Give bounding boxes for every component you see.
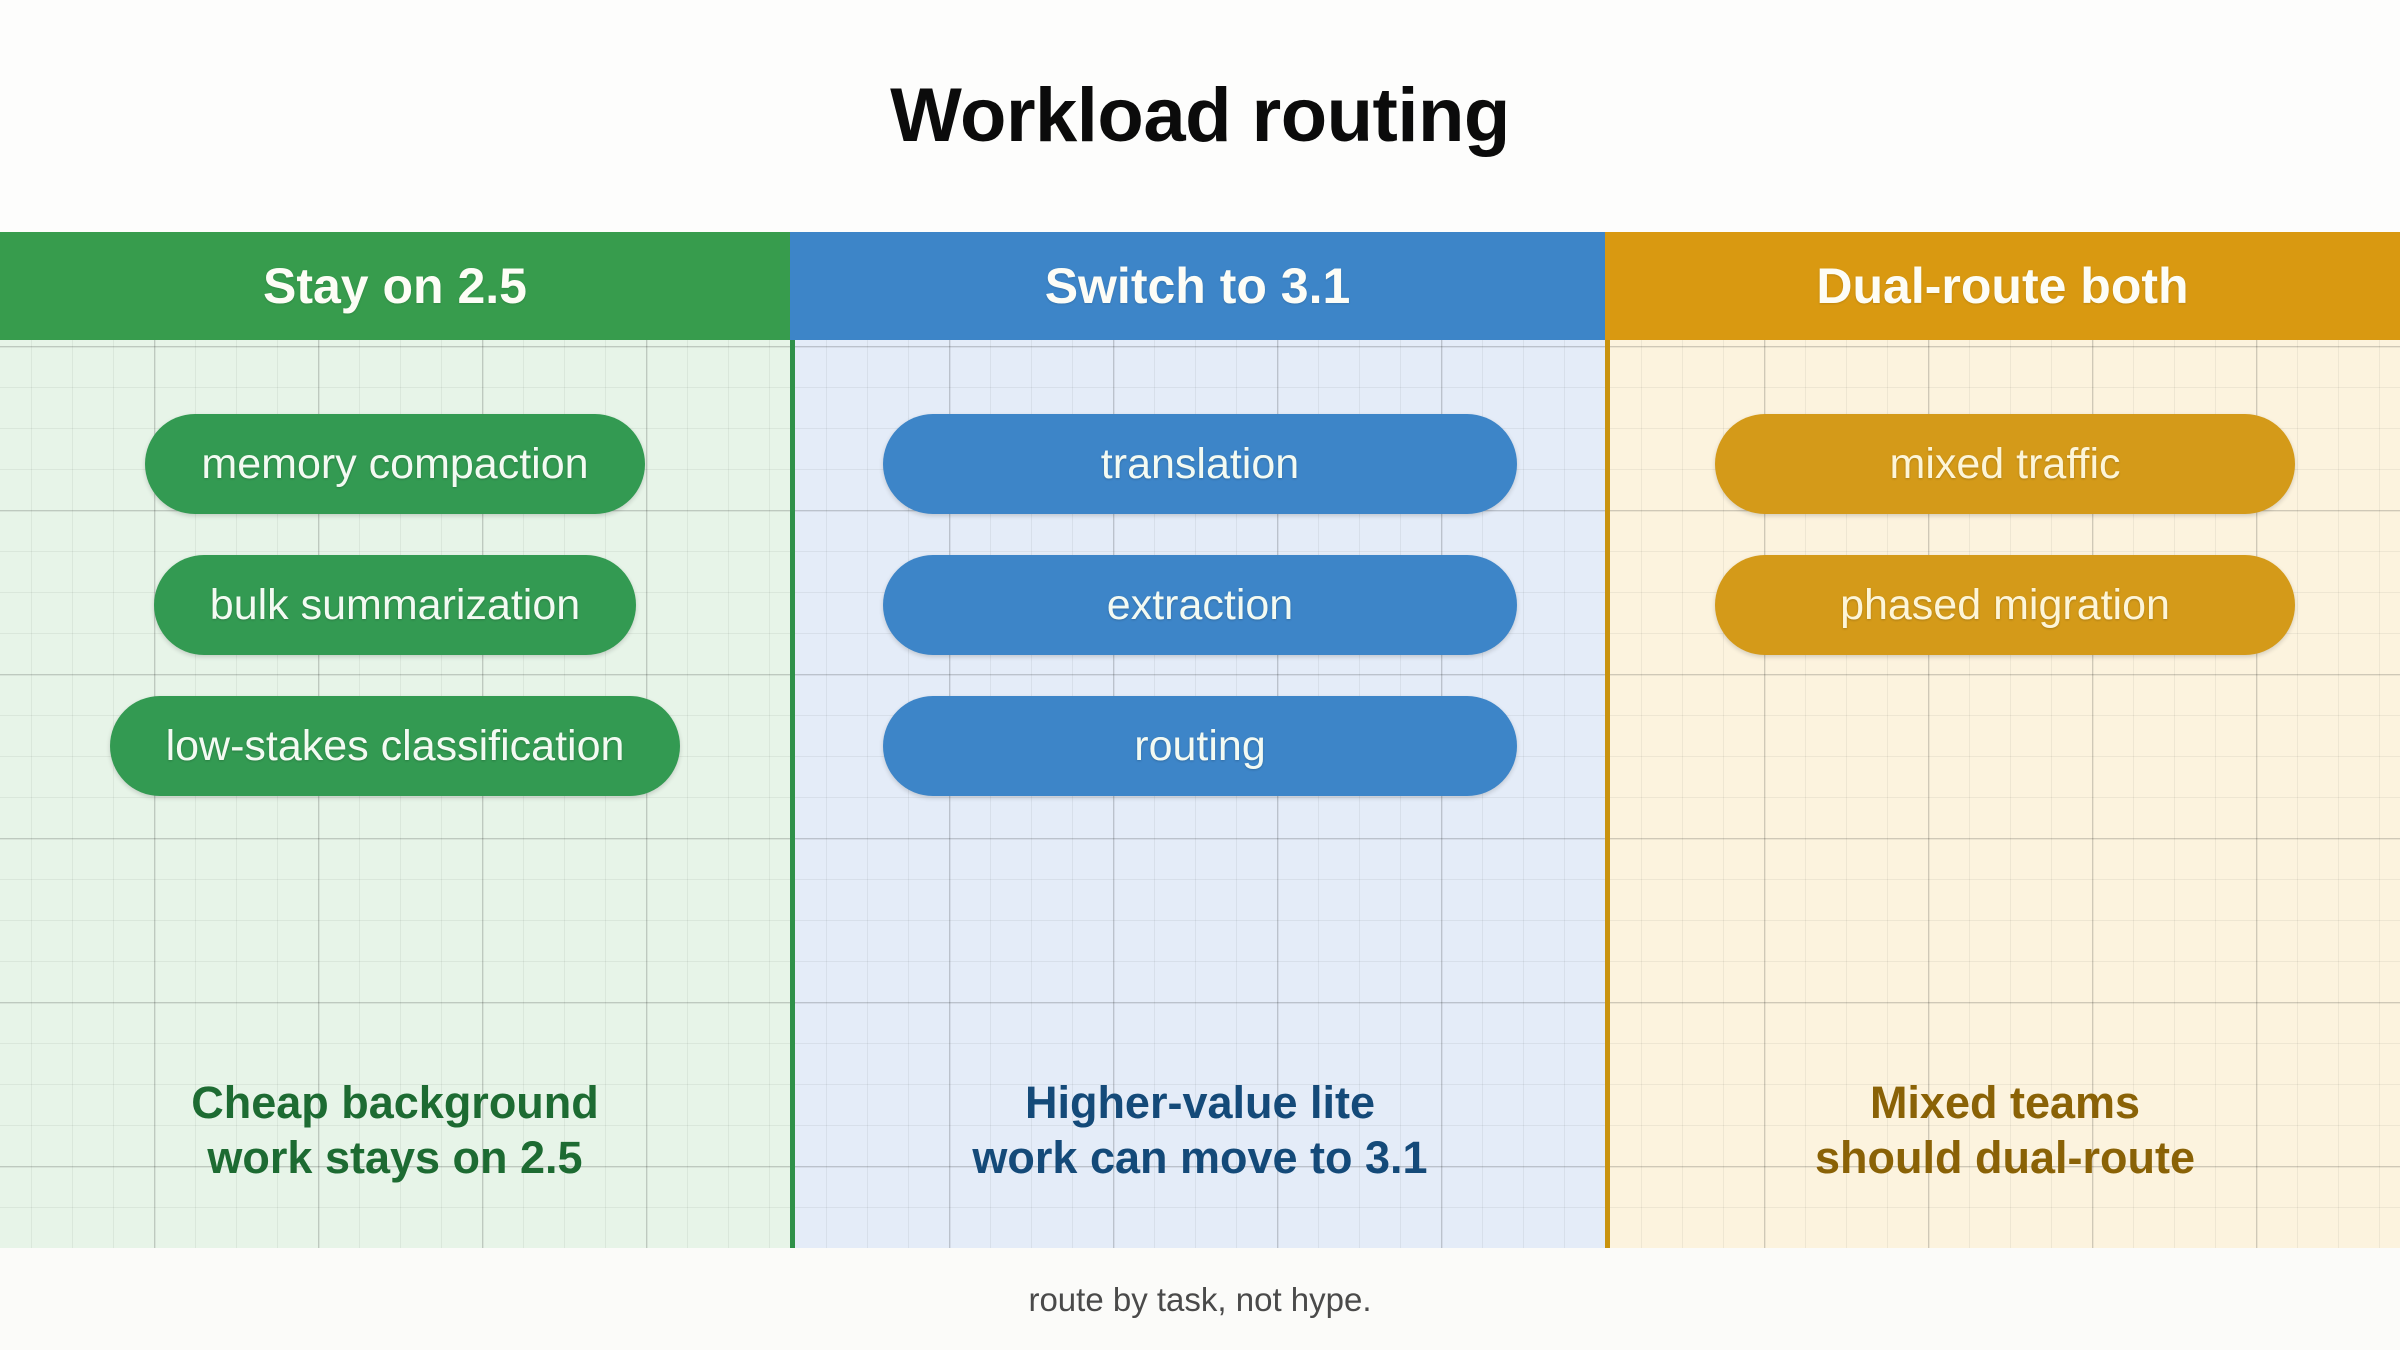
page-title: Workload routing xyxy=(890,73,1510,158)
pill-item[interactable]: translation xyxy=(883,414,1517,514)
column-body-stay-on-2-5: memory compaction bulk summarization low… xyxy=(0,340,790,1248)
pill-label: low-stakes classification xyxy=(165,721,625,770)
pill-label: translation xyxy=(1100,439,1300,488)
pill-label: bulk summarization xyxy=(209,580,581,629)
column-header-dual-route-both: Dual-route both xyxy=(1605,232,2400,340)
pill-item[interactable]: bulk summarization xyxy=(153,555,637,655)
footer-caption: route by task, not hype. xyxy=(1028,1280,1372,1318)
column-header-stay-on-2-5: Stay on 2.5 xyxy=(0,232,790,340)
pill-label: memory compaction xyxy=(201,439,589,488)
column-header-label: Dual-route both xyxy=(1816,258,2189,314)
pill-item[interactable]: phased migration xyxy=(1715,555,2295,655)
column-body-switch-to-3-1: translation extraction routing Higher-va… xyxy=(790,340,1605,1248)
footer-area: route by task, not hype. xyxy=(0,1248,2400,1350)
column-switch-to-3-1: Switch to 3.1 translation extraction rou… xyxy=(790,232,1605,1248)
routing-board: Stay on 2.5 memory compaction bulk summa… xyxy=(0,232,2400,1248)
column-header-label: Stay on 2.5 xyxy=(263,258,527,314)
column-body-dual-route-both: mixed traffic phased migration Mixed tea… xyxy=(1605,340,2400,1248)
pill-list-switch-to-3-1: translation extraction routing xyxy=(795,340,1605,796)
column-header-label: Switch to 3.1 xyxy=(1044,258,1351,314)
pill-list-dual-route-both: mixed traffic phased migration xyxy=(1610,340,2400,655)
column-header-switch-to-3-1: Switch to 3.1 xyxy=(790,232,1605,340)
pill-list-stay-on-2-5: memory compaction bulk summarization low… xyxy=(0,340,790,796)
pill-item[interactable]: routing xyxy=(883,696,1517,796)
pill-item[interactable]: memory compaction xyxy=(145,414,645,514)
column-stay-on-2-5: Stay on 2.5 memory compaction bulk summa… xyxy=(0,232,790,1248)
column-summary-switch-to-3-1: Higher-value lite work can move to 3.1 xyxy=(972,1077,1428,1184)
pill-label: extraction xyxy=(1106,580,1294,629)
pill-item[interactable]: low-stakes classification xyxy=(109,696,681,796)
column-summary-dual-route-both: Mixed teams should dual-route xyxy=(1815,1077,2195,1184)
column-summary-stay-on-2-5: Cheap background work stays on 2.5 xyxy=(191,1077,599,1184)
pill-label: mixed traffic xyxy=(1889,439,2121,488)
title-area: Workload routing xyxy=(0,0,2400,232)
pill-label: routing xyxy=(1134,721,1266,770)
column-dual-route-both: Dual-route both mixed traffic phased mig… xyxy=(1605,232,2400,1248)
pill-item[interactable]: mixed traffic xyxy=(1715,414,2295,514)
pill-item[interactable]: extraction xyxy=(883,555,1517,655)
pill-label: phased migration xyxy=(1840,580,2170,629)
